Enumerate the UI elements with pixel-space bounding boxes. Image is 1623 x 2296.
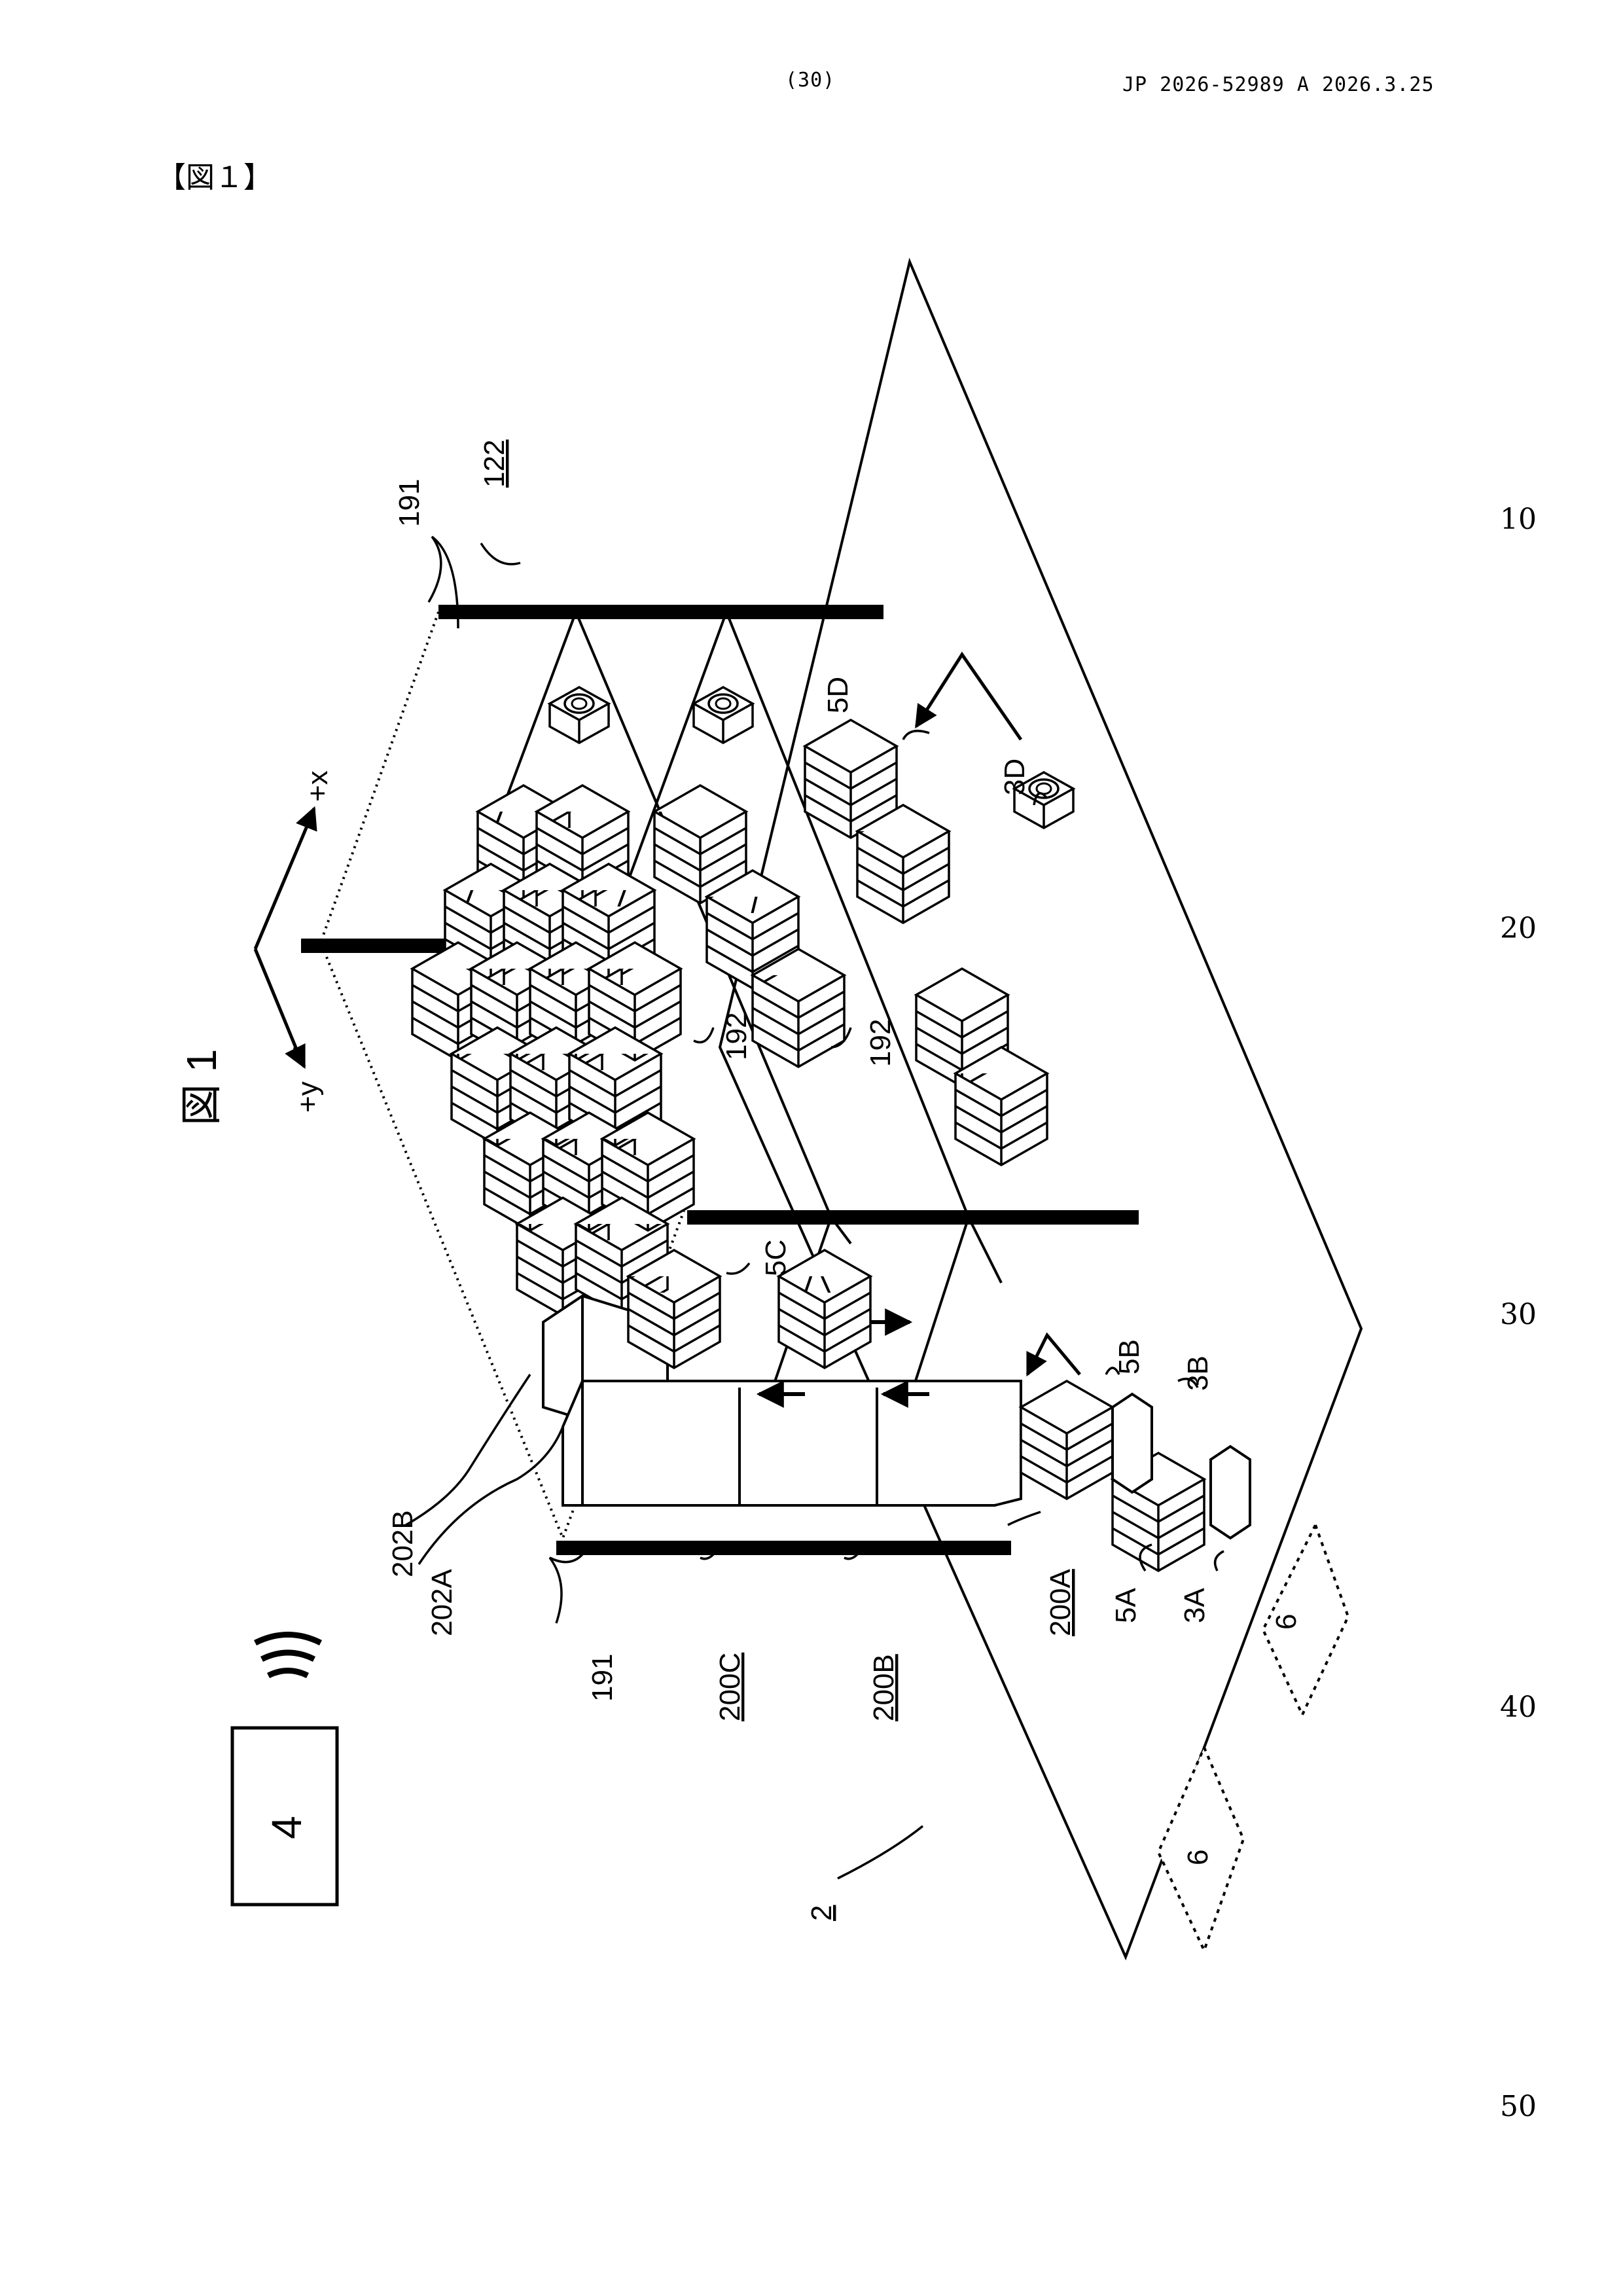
ref-191-top: 191: [393, 479, 425, 527]
stack-5B: [1021, 1381, 1113, 1499]
ref-200C: 200C: [714, 1653, 746, 1721]
ref-191-bottom: 191: [586, 1654, 618, 1702]
ref-200A: 200A: [1044, 1569, 1077, 1636]
figure-title: 図 1: [178, 1049, 225, 1126]
ref-202B: 202B: [387, 1510, 419, 1577]
ref-3A: 3A: [1179, 1588, 1211, 1623]
pallet-3A: [1211, 1446, 1250, 1538]
ref-200B: 200B: [868, 1654, 900, 1721]
ref-3D: 3D: [999, 759, 1031, 795]
stack-5C-2: [779, 1250, 870, 1368]
unit-upper-2: [694, 687, 753, 743]
ref-6-b: 6: [1182, 1850, 1214, 1865]
stack-5C: [628, 1250, 720, 1368]
arrow-200A: [1027, 1335, 1080, 1374]
storage-stacks-upper: [412, 785, 694, 1316]
unit-upper-1: [550, 687, 609, 743]
cart-6-b-outline: [1158, 1748, 1243, 1950]
ref-202A: 202A: [426, 1569, 458, 1636]
station-202A: [563, 1381, 1021, 1505]
ref-5B: 5B: [1113, 1339, 1145, 1374]
pallet-3B: [1113, 1394, 1152, 1492]
axis-y-arrow: [294, 1047, 304, 1067]
ref-5D: 5D: [822, 677, 854, 713]
ref-4: 4: [263, 1816, 310, 1839]
axis-y-label: +y: [292, 1081, 324, 1113]
axis-lines: [255, 825, 308, 1060]
ref-122: 122: [478, 440, 510, 488]
ref-6-a: 6: [1270, 1614, 1302, 1630]
ref-5A: 5A: [1110, 1588, 1142, 1623]
ref-3B: 3B: [1182, 1355, 1214, 1391]
ref-5C: 5C: [760, 1240, 792, 1276]
arrow-5D: [916, 655, 1021, 740]
ref-192-a: 192: [721, 1013, 753, 1060]
wireless-icon: [255, 1635, 321, 1676]
axis-x-label: +x: [302, 770, 334, 802]
ref-2: 2: [806, 1905, 838, 1921]
axis-x-arrow: [308, 808, 314, 825]
ref-192-b: 192: [865, 1019, 897, 1067]
